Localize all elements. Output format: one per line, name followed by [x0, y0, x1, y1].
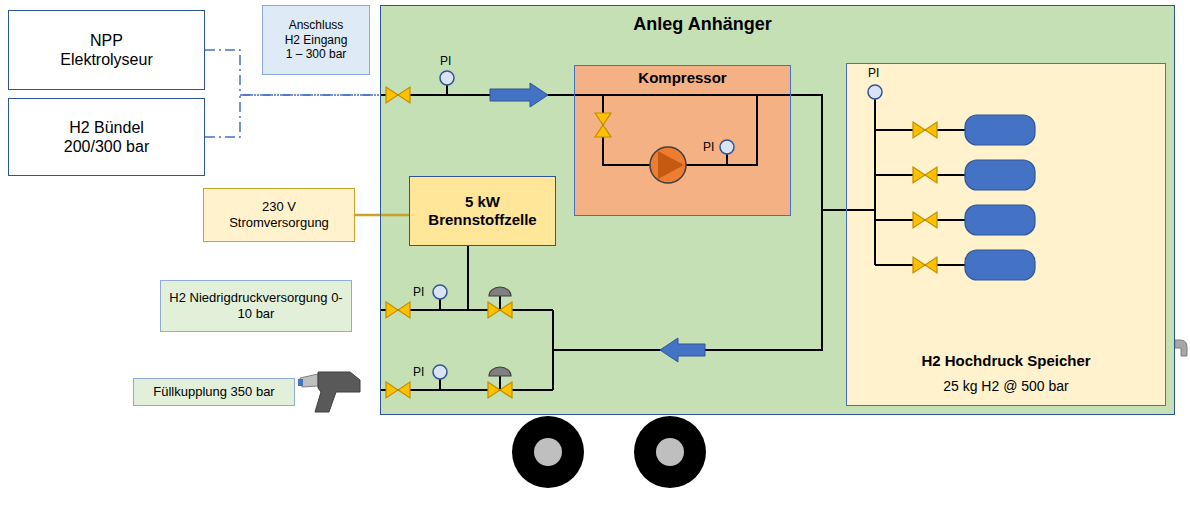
trailer-box: Anleg AnhängerKompressor 5 kW Brennstoffz…: [380, 5, 1175, 415]
nozzle-tip: [298, 379, 303, 386]
regulator-dome: [489, 287, 511, 296]
return-pipe: [553, 210, 822, 350]
gauge-label: PI: [440, 54, 451, 68]
cylinder: [965, 160, 1035, 190]
pump-symbol: [650, 147, 686, 183]
distribution-pipe: [552, 310, 554, 390]
box-fills: [8, 5, 1175, 415]
fuel-cell-feed: [467, 245, 469, 310]
drawbar: [1175, 340, 1187, 356]
box-fill: [262, 5, 370, 75]
source-box: NPP Elektrolyseur: [8, 10, 205, 90]
valve-symbol: [913, 167, 937, 183]
nozzle-grip: [315, 372, 360, 412]
fill-nozzle: [298, 372, 360, 412]
supply-line: [205, 95, 380, 137]
pipe-network: [380, 85, 965, 390]
cylinder: [965, 205, 1035, 235]
outlet-box: H2 Niedrigdruckversorgung 0-10 bar: [160, 280, 352, 332]
gauge-stem: [726, 154, 728, 165]
box-fill: [133, 378, 295, 406]
valves: [386, 87, 937, 398]
node-title: Anschluss H2 Eingang 1 – 300 bar: [284, 18, 348, 61]
box-fill: [8, 98, 205, 176]
wheel: [512, 416, 584, 488]
node-title: Füllkupplung 350 bar: [140, 384, 288, 400]
gauge-stem: [446, 85, 448, 95]
compressor-pump: [650, 147, 686, 183]
gauge-symbol: [440, 71, 454, 85]
wheel-hub: [656, 438, 684, 466]
node-title: H2 Hochdruck Speicher: [851, 352, 1161, 370]
valve-symbol: [386, 382, 410, 398]
node-title: NPP Elektrolyseur: [49, 31, 164, 69]
box-fill: [846, 63, 1166, 406]
power-supply-box: 230 V Stromversorgung: [203, 188, 355, 242]
node-title: H2 Niedrigdruckversorgung 0-10 bar: [169, 290, 343, 321]
wheel: [634, 416, 706, 488]
valve-symbol: [913, 122, 937, 138]
node-title: 5 kW Brennstoffzelle: [418, 193, 547, 229]
pipe-connector: [791, 95, 846, 210]
gauge-symbol: [868, 85, 882, 99]
port-label-box: Anschluss H2 Eingang 1 – 300 bar: [262, 5, 370, 75]
trailer-chassis: [512, 340, 1187, 488]
regulator-valve: [488, 302, 512, 318]
box-fill: [380, 5, 1175, 415]
compressor-branch: [603, 95, 650, 165]
cylinder: [965, 115, 1035, 145]
box-fill: [574, 65, 791, 216]
node-title: H2 Bündel 200/300 bar: [49, 118, 164, 156]
wheel-hub: [534, 438, 562, 466]
power-cable: [355, 214, 409, 217]
storage-box: H2 Hochdruck Speicher 25 kg H2 @ 500 bar: [846, 63, 1166, 406]
compressor-outlet: [686, 95, 757, 165]
cylinder: [965, 250, 1035, 280]
pump-triangle: [658, 151, 684, 179]
regulator-valve: [488, 382, 512, 398]
gauge-symbol: [720, 140, 734, 154]
node-body: 25 kg H2 @ 500 bar: [851, 378, 1161, 395]
box-fill: [8, 10, 205, 90]
outlet-box: Füllkupplung 350 bar: [133, 378, 295, 406]
flow-arrow: [660, 338, 705, 362]
box-fill: [160, 280, 352, 332]
node-title: Kompressor: [579, 69, 786, 87]
flow-arrow: [490, 83, 548, 107]
node-title: Anleg Anhänger: [381, 14, 1024, 36]
inlet-pipe: [380, 94, 790, 96]
box-fill: [203, 188, 355, 242]
valve-symbol: [386, 87, 410, 103]
fuel-cell-box: 5 kW Brennstoffzelle: [409, 176, 556, 246]
storage-inlet: [845, 209, 875, 211]
gauge-symbol: [433, 285, 447, 299]
valve-symbol: [913, 212, 937, 228]
gauge-symbol: [433, 365, 447, 379]
valve-symbol: [595, 113, 611, 137]
cylinder-branches: [875, 130, 965, 265]
regulator-dome: [489, 367, 511, 376]
gauge-label: PI: [413, 285, 424, 299]
gauge-label: PI: [703, 140, 714, 154]
hydrogen-cylinders: [965, 115, 1035, 280]
storage-manifold: [874, 99, 876, 265]
gauge-stem: [439, 379, 441, 390]
node-title: 230 V Stromversorgung: [224, 199, 334, 230]
gauge-label: PI: [413, 365, 424, 379]
valve-symbol: [913, 257, 937, 273]
box-fill: [409, 176, 556, 246]
gauge-label: PI: [868, 66, 879, 80]
compressor-box: Kompressor: [574, 65, 791, 216]
source-box: H2 Bündel 200/300 bar: [8, 98, 205, 176]
valve-symbol: [386, 302, 410, 318]
gauge-stem: [439, 299, 441, 310]
